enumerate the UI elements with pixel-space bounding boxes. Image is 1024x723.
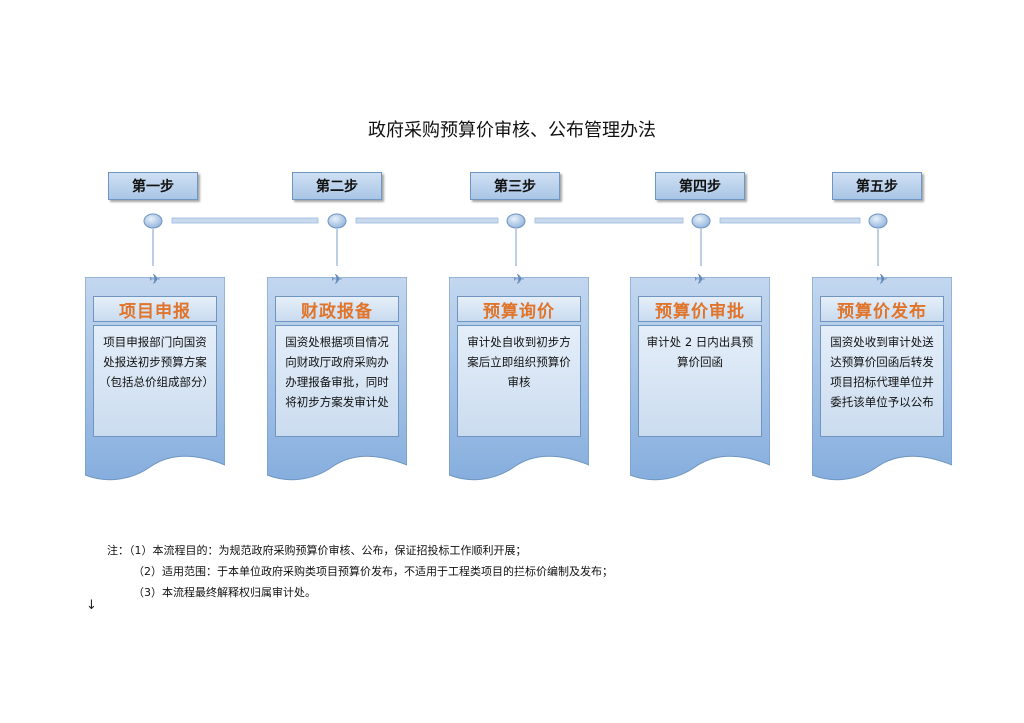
step-heading-5: 预算价发布 xyxy=(820,296,944,322)
step-body-5: 国资处收到审计处送达预算价回函后转发项目招标代理单位并委托该单位予以公布 xyxy=(820,325,944,437)
step-card-4: ✈ 预算价审批 审计处 2 日内出具预算价回函 xyxy=(630,272,770,485)
pin-icon: ✈ xyxy=(876,272,888,288)
timeline-nodes xyxy=(143,213,888,229)
pin-icon: ✈ xyxy=(694,272,706,288)
step-card-2: ✈ 财政报备 国资处根据项目情况向财政厅政府采购办办理报备审批，同时将初步方案发… xyxy=(267,272,407,485)
step-label-4: 第四步 xyxy=(655,172,745,200)
step-heading-1: 项目申报 xyxy=(93,296,217,322)
step-card-1: ✈ 项目申报 项目申报部门向国资处报送初步预算方案（包括总价组成部分） xyxy=(85,272,225,485)
step-label-2: 第二步 xyxy=(292,172,382,200)
timeline-node-3 xyxy=(506,213,526,229)
timeline-segment-4 xyxy=(719,217,861,224)
paragraph-mark: ↓ xyxy=(86,598,97,613)
note-1: 注：（1）本流程目的：为规范政府采购预算价审核、公布，保证招投标工作顺利开展； xyxy=(107,544,527,557)
step-body-1: 项目申报部门向国资处报送初步预算方案（包括总价组成部分） xyxy=(93,325,217,437)
pin-icon: ✈ xyxy=(513,272,525,288)
step-heading-4: 预算价审批 xyxy=(638,296,762,322)
step-label-1: 第一步 xyxy=(108,172,198,200)
step-card-5: ✈ 预算价发布 国资处收到审计处送达预算价回函后转发项目招标代理单位并委托该单位… xyxy=(812,272,952,485)
pin-icon: ✈ xyxy=(331,272,343,288)
timeline-segment-2 xyxy=(355,217,499,224)
page-title: 政府采购预算价审核、公布管理办法 xyxy=(368,120,656,141)
step-card-3: ✈ 预算询价 审计处自收到初步方案后立即组织预算价审核 xyxy=(449,272,589,485)
notes: 注：（1）本流程目的：为规范政府采购预算价审核、公布，保证招投标工作顺利开展； … xyxy=(107,540,613,603)
step-body-2: 国资处根据项目情况向财政厅政府采购办办理报备审批，同时将初步方案发审计处 xyxy=(275,325,399,437)
step-heading-3: 预算询价 xyxy=(457,296,581,322)
step-body-4: 审计处 2 日内出具预算价回函 xyxy=(638,325,762,437)
timeline-node-1 xyxy=(143,213,163,229)
note-2: （2）适用范围：于本单位政府采购类项目预算价发布，不适用于工程类项目的拦标价编制… xyxy=(133,565,613,578)
timeline-segment-1 xyxy=(171,217,319,224)
timeline-connectors xyxy=(152,229,879,266)
step-label-5: 第五步 xyxy=(832,172,922,200)
timeline-node-5 xyxy=(868,213,888,229)
pin-icon: ✈ xyxy=(149,272,161,288)
step-body-3: 审计处自收到初步方案后立即组织预算价审核 xyxy=(457,325,581,437)
timeline-segments xyxy=(171,217,861,224)
note-3: （3）本流程最终解释权归属审计处。 xyxy=(133,586,316,599)
timeline-segment-3 xyxy=(534,217,684,224)
step-label-3: 第三步 xyxy=(470,172,560,200)
timeline-node-2 xyxy=(327,213,347,229)
step-heading-2: 财政报备 xyxy=(275,296,399,322)
timeline-node-4 xyxy=(691,213,711,229)
